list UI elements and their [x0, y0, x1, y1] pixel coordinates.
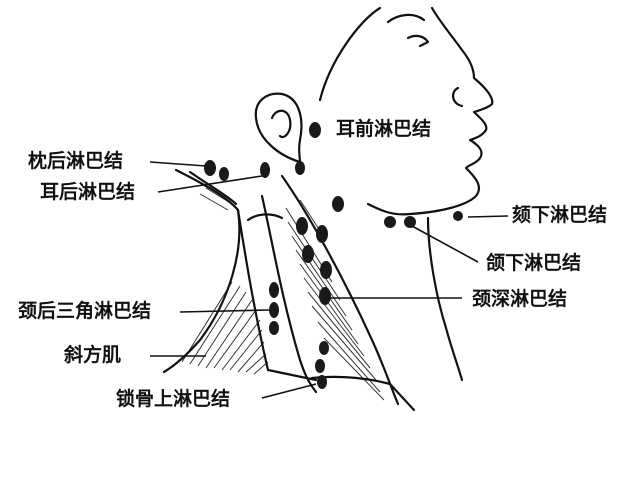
neck-back-upper [188, 170, 238, 206]
node-supraclavicular-2 [315, 359, 325, 373]
ear [254, 92, 303, 164]
clavicle-line [310, 375, 416, 412]
leader-lines [149, 161, 509, 399]
node-postauricular [260, 162, 270, 178]
node-deep-2 [316, 225, 328, 243]
label-postauricular: 耳后淋巴结 [40, 181, 136, 203]
label-deep-cervical: 颈深淋巴结 [472, 288, 568, 310]
scm-back [260, 194, 318, 394]
label-submandibular: 颌下淋巴结 [486, 252, 582, 274]
trapezius-edge [236, 208, 318, 382]
neck-back [162, 168, 241, 374]
label-submental: 颏下淋巴结 [512, 204, 608, 226]
node-submental-2 [404, 216, 416, 228]
node-posterior-3 [269, 321, 279, 335]
node-deep-5 [319, 287, 331, 305]
head-outline [318, 6, 382, 102]
node-supraclavicular-1 [319, 341, 329, 355]
node-deep-1 [296, 217, 308, 235]
label-posterior-triangle: 颈后三角淋巴结 [18, 300, 152, 322]
node-submental-1 [384, 216, 396, 228]
eye [406, 34, 430, 48]
eyebrow [386, 13, 426, 24]
lymph-nodes [204, 122, 463, 389]
label-preauricular: 耳前淋巴结 [336, 118, 432, 140]
node-mastoid [295, 161, 305, 175]
node-deep-4 [320, 261, 332, 279]
node-occipital-1 [204, 160, 216, 176]
node-submandibular [332, 196, 344, 212]
nostril [452, 86, 464, 108]
label-trapezius: 斜方肌 [64, 344, 122, 366]
node-occipital-2 [219, 167, 229, 181]
scm-inner [246, 213, 284, 222]
label-occipital: 枕后淋巴结 [28, 150, 124, 172]
node-preauricular [309, 122, 321, 138]
face-profile [366, 6, 494, 216]
node-submental-3 [453, 211, 463, 221]
neck-front [426, 216, 464, 382]
node-supraclavicular-3 [317, 375, 327, 389]
label-supraclavicular: 锁骨上淋巴结 [116, 388, 231, 410]
node-posterior-1 [269, 282, 279, 298]
node-posterior-2 [269, 302, 279, 318]
ear-inner [270, 109, 292, 139]
node-deep-3 [302, 245, 314, 263]
